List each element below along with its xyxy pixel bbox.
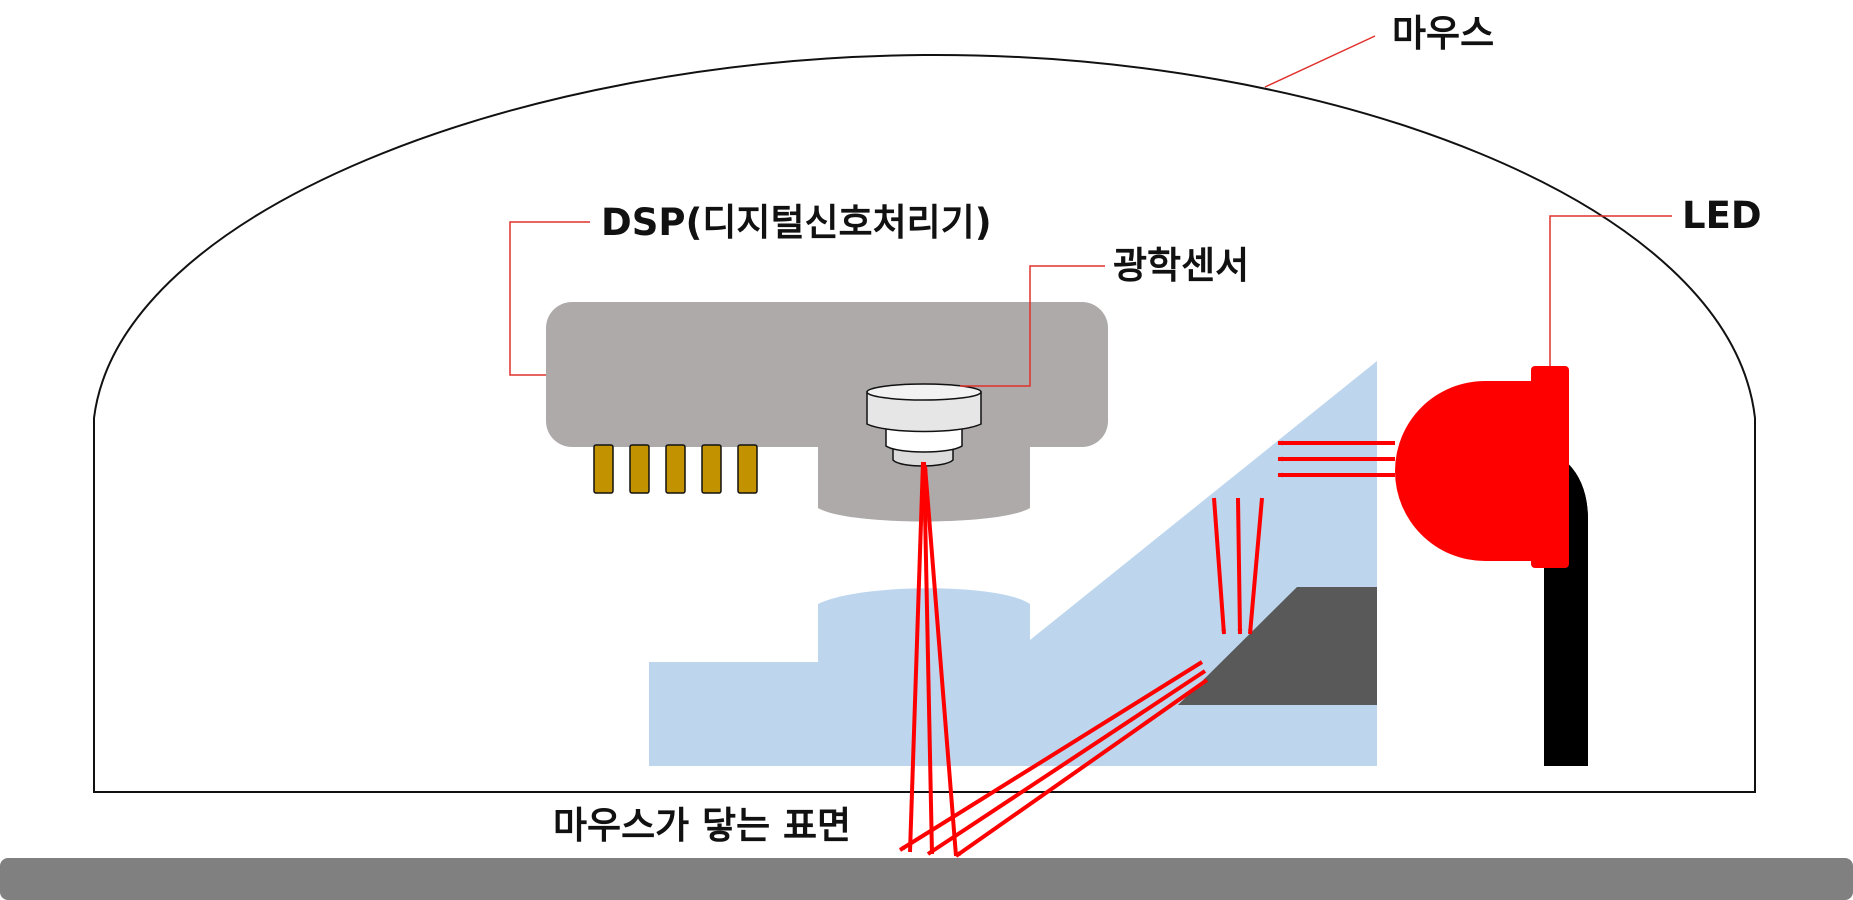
optical-sensor-label: 광학센서 [1113,244,1249,287]
sensor-ray [922,461,934,855]
dsp-pin [737,444,758,494]
prism-block [1178,587,1377,705]
down-ray [1247,497,1264,635]
surface-label: 마우스가 닿는 표면 [553,804,851,847]
mouse-leader [1264,35,1376,88]
surface-ray [926,669,1207,856]
dsp-pin [629,444,650,494]
leader-lines [509,35,1672,387]
led-leader [1549,215,1672,366]
sensor-top-cap [866,383,982,401]
led-dome [1395,381,1540,561]
led-flange [1531,366,1569,568]
dsp-pins [593,444,758,494]
dsp-label: DSP(디지털신호처리기) [601,201,992,244]
dsp-pin [665,444,686,494]
sensor-top [866,391,982,433]
down-ray [1212,497,1227,635]
down-ray [1236,497,1243,635]
led-label: LED [1682,194,1762,237]
surface-ray [954,678,1209,858]
dsp-chip [546,302,1108,447]
sensor-ray [922,465,958,857]
dsp-pin [593,444,614,494]
sensor-leader [960,265,1105,387]
mouse-surface [0,858,1853,900]
sensor-ray [908,461,925,853]
light-rays [898,440,1395,858]
led [1395,366,1569,568]
dsp-leader [509,221,590,376]
mouse-label: 마우스 [1392,12,1494,55]
surface-ray [898,660,1204,852]
dsp-pin [701,444,722,494]
